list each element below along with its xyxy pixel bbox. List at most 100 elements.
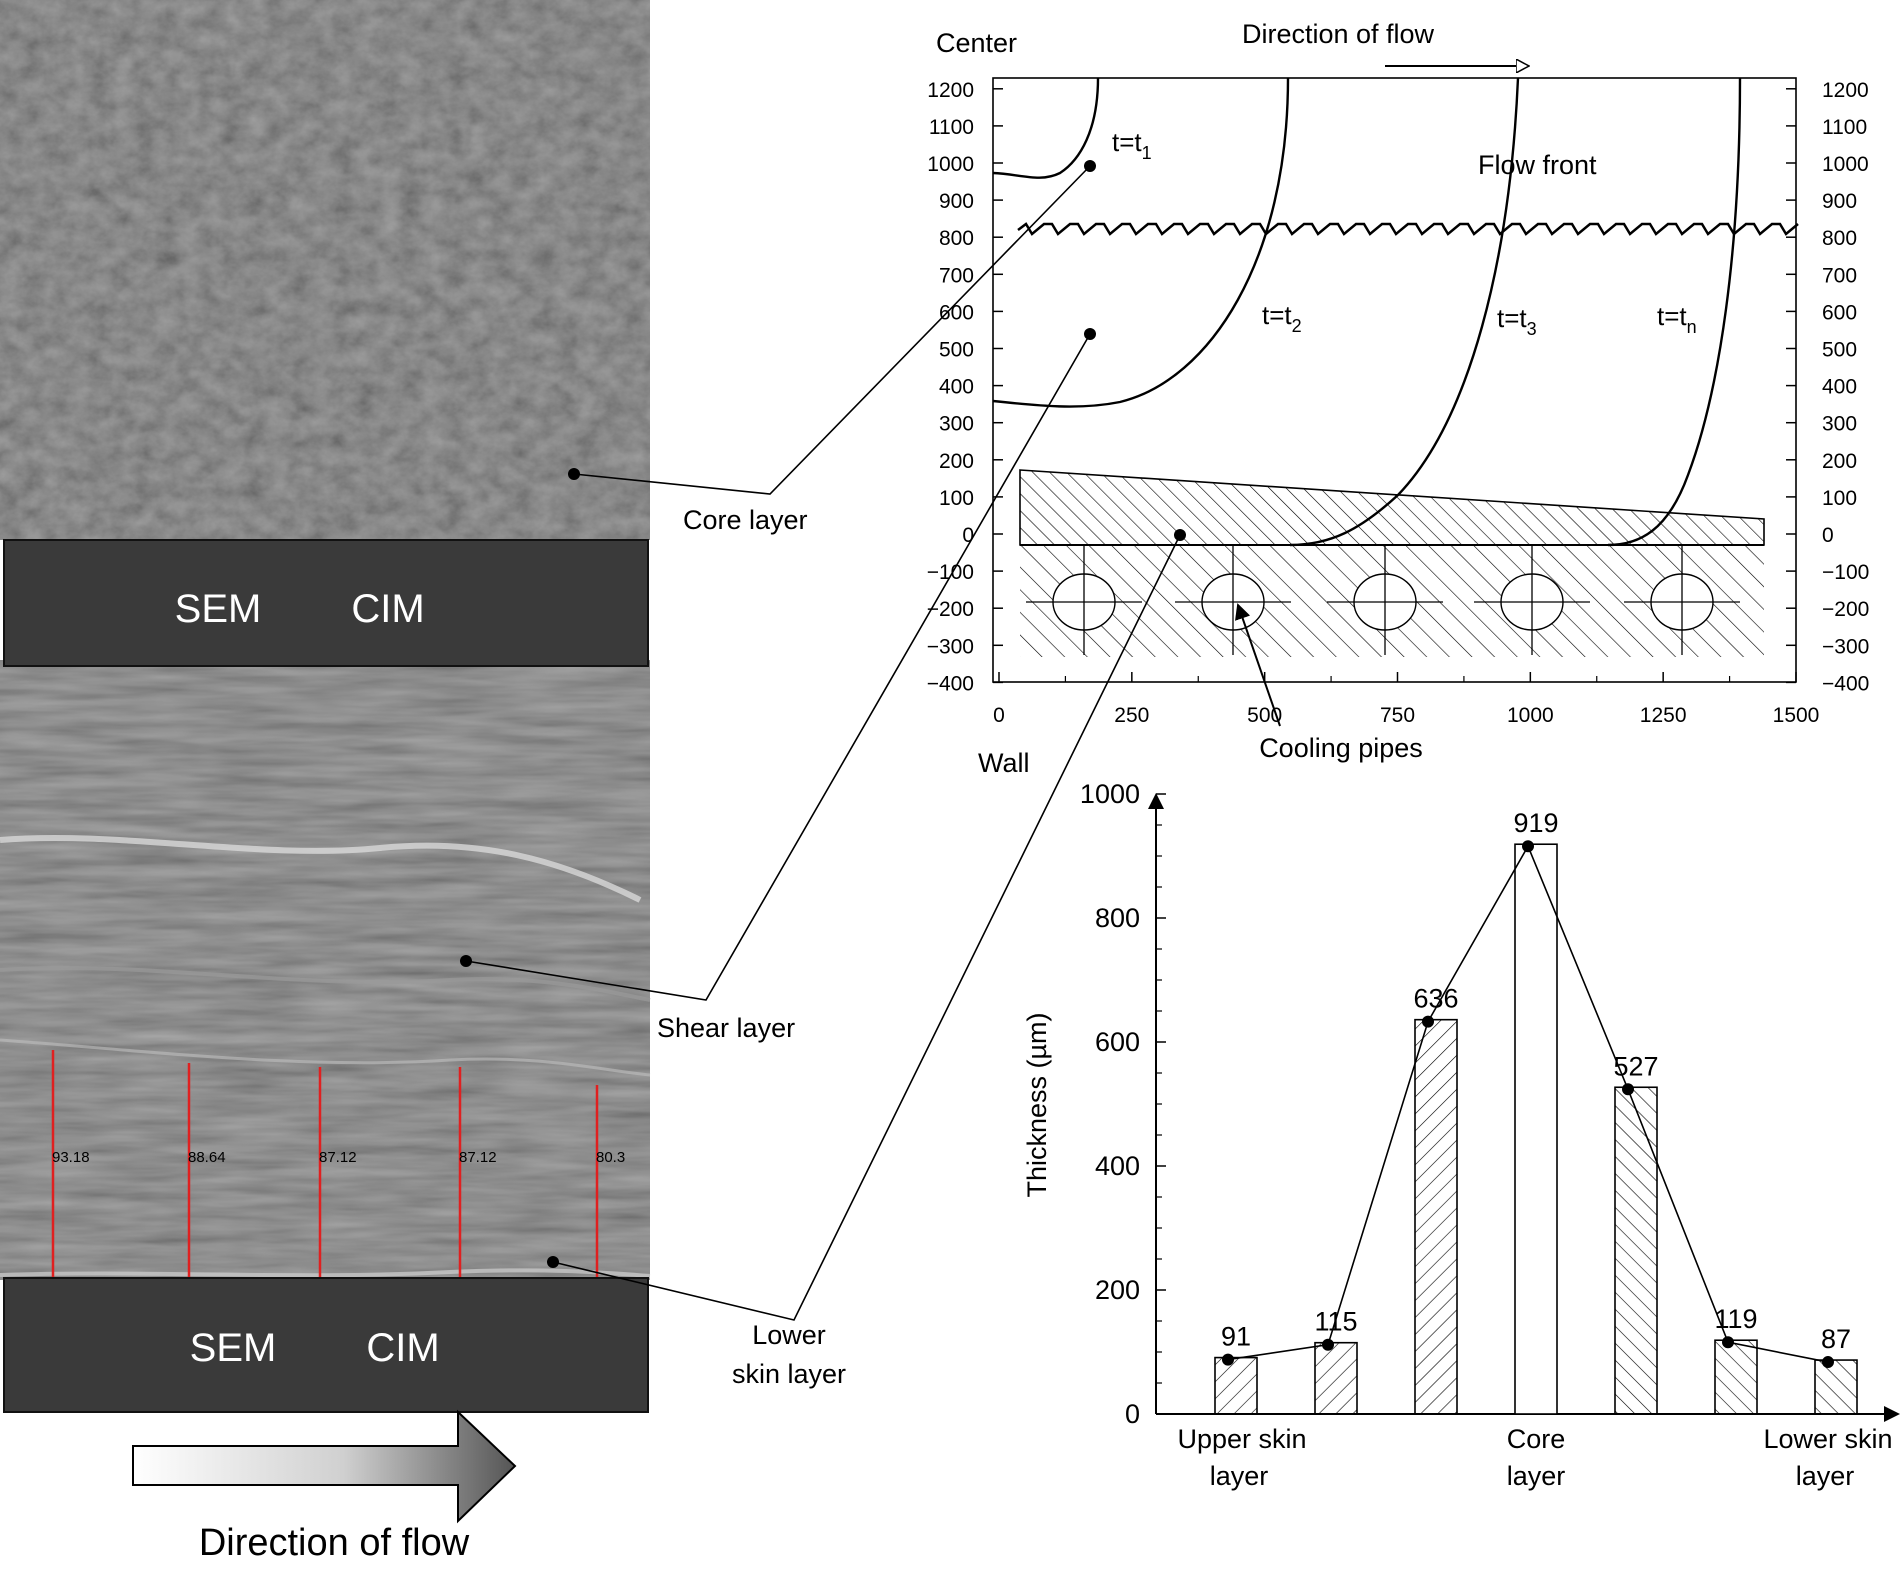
value-label: 919 <box>1513 808 1558 838</box>
x-tick-label: 1000 <box>1507 704 1554 727</box>
sem-streak <box>0 834 642 903</box>
category-upper-skin-line2: layer <box>1210 1461 1269 1491</box>
sem-streak <box>0 1038 651 1077</box>
y-tick-label-right: −300 <box>1822 635 1869 658</box>
lower-skin-label-line1: Lower <box>752 1320 826 1350</box>
y-tick-label: 600 <box>1095 1027 1140 1057</box>
bar <box>1514 843 1558 1415</box>
category-core-line2: layer <box>1507 1461 1566 1491</box>
bar <box>1414 1018 1458 1415</box>
y-tick-label-left: 300 <box>939 413 974 436</box>
sem-label: SEM <box>175 587 262 631</box>
wall-label: Wall <box>978 748 1030 778</box>
lower-skin-dot <box>547 1256 559 1268</box>
y-tick-label-right: 900 <box>1822 190 1857 213</box>
bar <box>1714 1339 1758 1415</box>
category-lower-skin-line1: Lower skin <box>1763 1424 1892 1454</box>
x-tick-label: 750 <box>1380 704 1415 727</box>
bar <box>1614 1086 1658 1415</box>
curve-label-t2: t=t2 <box>1262 300 1302 336</box>
y-tick-label-left: 400 <box>939 376 974 399</box>
flow-direction-arrow <box>132 1409 517 1524</box>
y-tick-label: 400 <box>1095 1151 1140 1181</box>
measurement-value: 87.12 <box>319 1149 357 1166</box>
sem-streak <box>0 1268 651 1278</box>
category-lower-skin-line2: layer <box>1796 1461 1855 1491</box>
lower-skin-callout-line <box>552 534 1181 1321</box>
center-label: Center <box>936 28 1017 58</box>
measurement-value: 87.12 <box>459 1149 497 1166</box>
callouts <box>465 165 1181 1321</box>
x-tick-label: 0 <box>993 704 1005 727</box>
value-label: 119 <box>1714 1304 1757 1334</box>
x-tick-label: 1500 <box>1773 704 1820 727</box>
value-label: 91 <box>1221 1322 1251 1352</box>
data-point <box>1722 1336 1734 1349</box>
flow-front-label: Flow front <box>1478 150 1597 180</box>
y-tick-label-left: −100 <box>927 561 974 584</box>
sem-label: SEM <box>190 1326 277 1370</box>
y-tick-label-left: 100 <box>939 487 974 510</box>
data-point <box>1422 1015 1434 1028</box>
y-tick-label-right: 400 <box>1822 376 1857 399</box>
curve-t2 <box>992 77 1290 408</box>
y-tick-label-left: 200 <box>939 450 974 473</box>
sem-banner-bottom <box>3 1277 649 1413</box>
y-tick-label-right: 1200 <box>1822 79 1869 102</box>
bar <box>1214 1356 1258 1415</box>
value-label: 636 <box>1413 984 1458 1014</box>
cooling-pipes-label: Cooling pipes <box>1259 733 1423 763</box>
data-point <box>1522 840 1534 853</box>
data-point <box>1622 1083 1634 1096</box>
sem-core-texture <box>0 0 650 540</box>
y-tick-label-right: 300 <box>1822 413 1857 436</box>
core-layer-label: Core layer <box>683 505 808 535</box>
y-tick-label: 0 <box>1125 1399 1140 1429</box>
direction-of-flow-label: Direction of flow <box>1242 19 1435 49</box>
y-tick-label-right: 800 <box>1822 227 1857 250</box>
y-tick-label-left: −400 <box>927 672 974 695</box>
cim-label: CIM <box>366 1326 439 1370</box>
data-point <box>1222 1353 1234 1366</box>
measurement-value: 93.18 <box>52 1149 90 1166</box>
y-tick-label-right: −200 <box>1822 598 1869 621</box>
flow-front-line <box>1017 222 1799 236</box>
y-tick-label-left: 1100 <box>929 116 974 139</box>
y-tick-label-left: 1000 <box>927 153 974 176</box>
skin-layer-wedge <box>1019 469 1765 546</box>
flow-chart-frame <box>992 77 1797 683</box>
curve-tn <box>1607 77 1742 547</box>
flow-direction-label: Direction of flow <box>199 1522 470 1564</box>
measurement-value: 80.3 <box>596 1149 625 1166</box>
y-tick-label: 800 <box>1095 903 1140 933</box>
bar <box>1814 1359 1858 1415</box>
y-tick-label-left: 700 <box>939 264 974 287</box>
shear-callout-line <box>465 333 1091 1001</box>
bars <box>1214 843 1858 1415</box>
y-tick-label-right: −100 <box>1822 561 1869 584</box>
lower-skin-label-line2: skin layer <box>732 1359 846 1389</box>
y-axis-label: Thickness (µm) <box>1022 1012 1052 1197</box>
curve-label-tn: t=tn <box>1657 301 1697 337</box>
sem-streak <box>0 965 651 1002</box>
y-tick-label-left: 0 <box>962 524 974 547</box>
shear-layer-label: Shear layer <box>657 1013 795 1043</box>
y-tick-label-left: 600 <box>939 301 974 324</box>
data-point <box>1322 1338 1334 1351</box>
y-tick-label-right: 500 <box>1822 339 1857 362</box>
y-tick-label-right: 100 <box>1822 487 1857 510</box>
value-label: 527 <box>1613 1051 1658 1081</box>
y-tick-label-left: 1200 <box>927 79 974 102</box>
y-tick-label-left: 800 <box>939 227 974 250</box>
curve-label-t3: t=t3 <box>1497 303 1537 339</box>
data-point <box>1822 1356 1834 1369</box>
